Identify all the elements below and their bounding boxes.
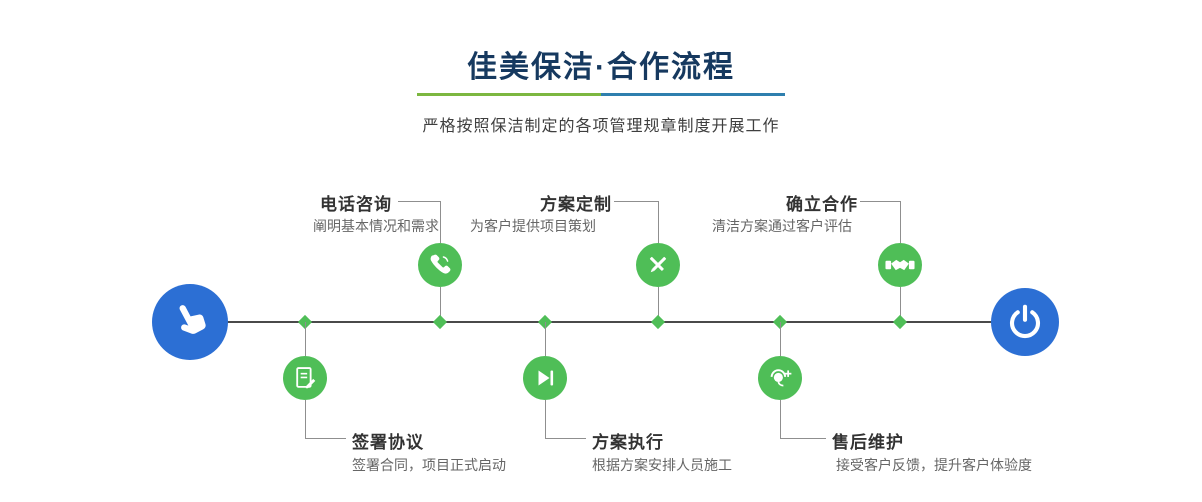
step-node-phone-consult xyxy=(418,243,462,287)
step-desc-phone-consult: 阐明基本情况和需求 xyxy=(313,218,439,234)
connector-line xyxy=(545,438,586,439)
step-desc-cooperation: 清洁方案通过客户评估 xyxy=(712,218,852,234)
step-title-sign-agreement: 签署协议 xyxy=(352,433,424,452)
headset-support-icon xyxy=(770,369,792,387)
step-node-sign-agreement xyxy=(283,356,327,400)
step-desc-sign-agreement: 签署合同，项目正式启动 xyxy=(352,457,506,473)
divider-green-segment xyxy=(417,93,601,96)
step-title-after-sales: 售后维护 xyxy=(832,433,904,452)
timeline-end-node xyxy=(991,288,1059,356)
connector-line xyxy=(900,201,901,243)
pencil-ruler-icon xyxy=(649,256,667,273)
connector-line xyxy=(545,322,546,356)
divider-blue-segment xyxy=(601,93,785,96)
page-subtitle: 严格按照保洁制定的各项管理规章制度开展工作 xyxy=(422,118,780,135)
connector-line xyxy=(545,400,546,438)
timeline-line xyxy=(190,321,1025,323)
play-forward-icon xyxy=(538,370,554,386)
power-icon xyxy=(1010,304,1040,339)
timeline-diamond-marker xyxy=(892,314,908,330)
timeline-diamond-marker xyxy=(432,314,448,330)
hand-pointer-icon xyxy=(179,305,206,334)
connector-line xyxy=(398,201,440,202)
connector-line xyxy=(780,322,781,356)
handshake-icon xyxy=(885,259,915,271)
step-desc-after-sales: 接受客户反馈，提升客户体验度 xyxy=(836,457,1032,473)
step-desc-plan-custom: 为客户提供项目策划 xyxy=(470,218,596,234)
title-divider xyxy=(417,93,785,96)
step-node-after-sales xyxy=(758,356,802,400)
step-node-plan-execution xyxy=(523,356,567,400)
connector-line xyxy=(305,438,346,439)
step-title-cooperation: 确立合作 xyxy=(786,195,858,214)
connector-line xyxy=(614,201,658,202)
document-edit-icon xyxy=(296,367,316,389)
connector-line xyxy=(658,201,659,243)
connector-line xyxy=(860,201,900,202)
connector-line xyxy=(305,322,306,356)
connector-line xyxy=(900,287,901,322)
step-desc-plan-execution: 根据方案安排人员施工 xyxy=(592,457,732,473)
connector-line xyxy=(305,400,306,438)
step-title-phone-consult: 电话咨询 xyxy=(320,195,392,214)
step-title-plan-execution: 方案执行 xyxy=(592,433,664,452)
timeline-start-node xyxy=(152,284,228,360)
page-title: 佳美保洁·合作流程 xyxy=(467,51,735,84)
step-title-plan-custom: 方案定制 xyxy=(540,195,612,214)
connector-line xyxy=(440,287,441,322)
connector-line xyxy=(440,201,441,243)
phone-icon xyxy=(430,254,451,274)
connector-line xyxy=(780,438,826,439)
step-node-cooperation xyxy=(878,243,922,287)
timeline-diamond-marker xyxy=(650,314,666,330)
connector-line xyxy=(658,287,659,322)
step-node-plan-custom xyxy=(636,243,680,287)
connector-line xyxy=(780,400,781,438)
